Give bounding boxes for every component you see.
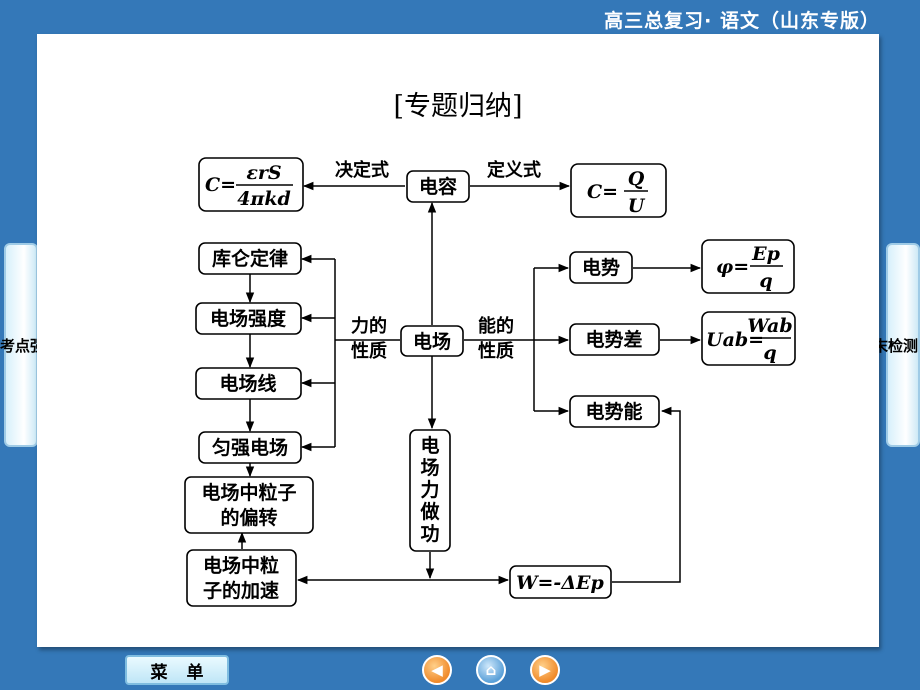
work-energy-formula: W=-ΔEp [509,565,612,599]
capacitor-node: 电容 [406,170,470,203]
svg-text:力: 力 [420,478,439,501]
energy-property-label-1: 能的 [478,315,514,337]
potential-formula: φ= Ep q [701,239,795,294]
svg-text:电容: 电容 [419,175,457,198]
capacitance-decisive-formula: C= εrS 4πkd [198,157,304,212]
svg-text:U: U [628,195,646,217]
prev-arrow-icon[interactable]: ◀ [422,655,452,685]
svg-text:电场: 电场 [413,330,451,353]
potential-node: 电势 [569,251,633,284]
field-lines-node: 电场线 [195,367,302,400]
svg-text:q: q [763,342,776,364]
svg-text:电场线: 电场线 [219,372,276,395]
svg-text:Q: Q [628,168,645,190]
capacitance-definition-formula: C= Q U [570,163,667,218]
svg-text:Wab: Wab [747,315,792,337]
particle-deflection-node: 电场中粒子 的偏转 [184,476,314,534]
svg-text:Uab=: Uab= [706,329,764,351]
svg-text:库仑定律: 库仑定律 [212,247,288,270]
svg-text:电场强度: 电场强度 [210,307,287,330]
connector-lines [237,181,702,585]
svg-text:φ=: φ= [716,256,749,278]
svg-text:电势差: 电势差 [585,328,642,351]
energy-property-label-2: 性质 [478,340,514,362]
coulomb-law-node: 库仑定律 [198,242,302,275]
svg-text:电势: 电势 [582,256,620,279]
svg-text:q: q [759,270,772,292]
header-bar: 高三总复习· 语文（山东专版） [0,0,920,34]
svg-text:W=-ΔEp: W=-ΔEp [516,572,604,594]
svg-text:εrS: εrS [246,162,281,184]
svg-text:Ep: Ep [751,243,780,265]
svg-text:C=: C= [205,174,236,196]
force-property-label-1: 力的 [351,315,387,337]
menu-label-left: 菜 [150,662,168,683]
svg-text:功: 功 [420,523,439,545]
particle-acceleration-node: 电场中粒 子的加速 [186,549,297,607]
svg-text:4πkd: 4πkd [237,188,291,210]
next-arrow-icon[interactable]: ▶ [530,655,560,685]
slide-title: [专题归纳] [393,91,523,122]
svg-text:C=: C= [587,181,618,203]
decisive-formula-label: 决定式 [335,159,389,181]
svg-text:电场中粒: 电场中粒 [203,554,279,577]
course-title: 高三总复习· 语文（山东专版） [604,10,880,32]
right-side-tab[interactable] [886,243,920,447]
definition-formula-label: 定义式 [487,159,541,181]
field-work-node: 电 场 力 做 功 [409,429,451,552]
svg-text:电: 电 [420,434,439,457]
svg-text:电势能: 电势能 [585,400,642,423]
potential-difference-node: 电势差 [569,323,660,356]
svg-text:匀强电场: 匀强电场 [212,436,288,459]
home-icon[interactable]: ⌂ [476,655,506,685]
force-property-label-2: 性质 [351,340,387,362]
svg-text:子的加速: 子的加速 [203,579,279,602]
potential-difference-formula: Uab= Wab q [701,311,796,366]
svg-text:做: 做 [419,500,439,523]
uniform-field-node: 匀强电场 [198,431,302,464]
svg-text:电场中粒子: 电场中粒子 [201,481,296,504]
menu-button[interactable]: 菜 单 [125,655,229,685]
svg-text:场: 场 [420,457,439,479]
menu-label-right: 单 [186,662,204,683]
electric-field-node: 电场 [400,325,464,357]
svg-text:的偏转: 的偏转 [220,506,277,529]
field-strength-node: 电场强度 [195,302,302,335]
potential-energy-node: 电势能 [569,395,660,428]
